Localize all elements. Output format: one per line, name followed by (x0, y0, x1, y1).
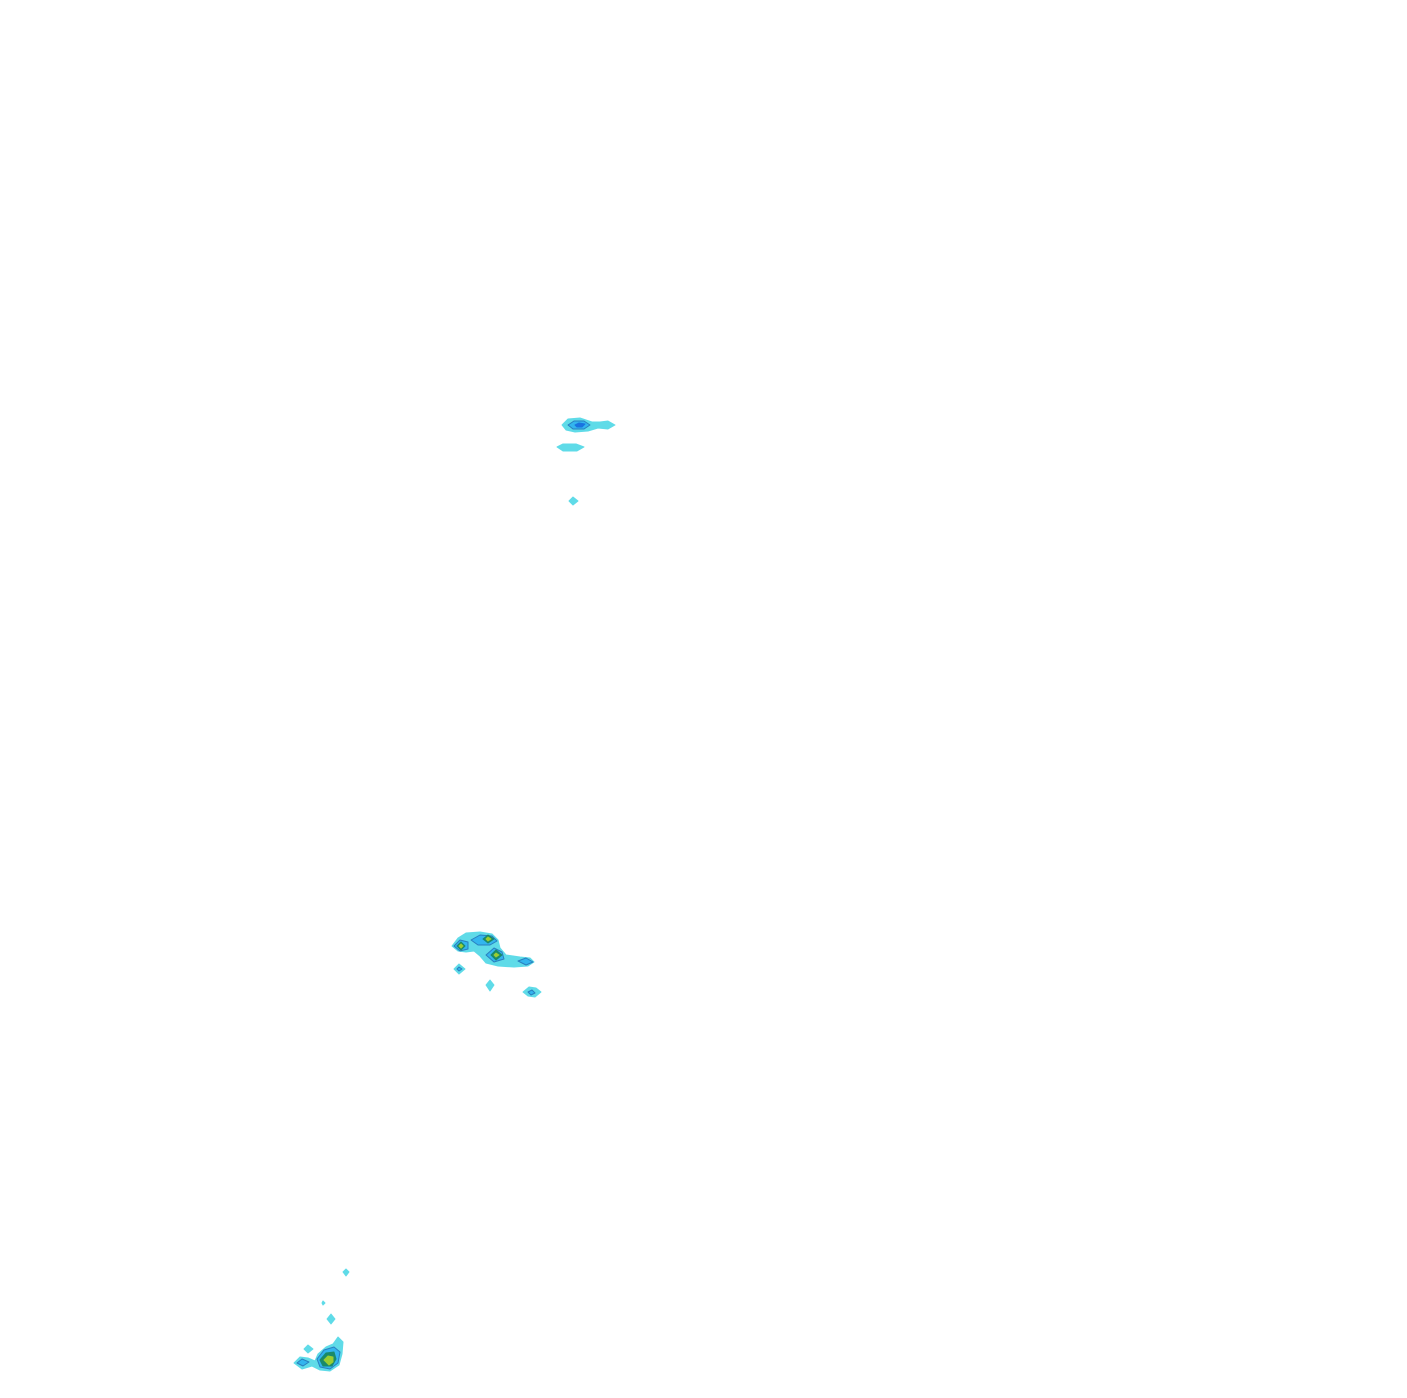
contour-blob (556, 443, 585, 452)
contour-cluster-north (556, 417, 616, 506)
contour-blob (323, 1355, 334, 1366)
contour-blob (568, 496, 579, 506)
contour-blob (458, 943, 464, 949)
contour-blob (485, 936, 492, 942)
contour-blob (342, 1268, 350, 1277)
contour-cluster-central (451, 931, 542, 998)
contour-blob (527, 989, 536, 996)
contour-blob (303, 1344, 314, 1354)
contour-cluster-south (293, 1268, 350, 1372)
contour-blob (493, 952, 500, 958)
contour-blob (456, 966, 463, 972)
contour-blob (574, 422, 586, 428)
contour-blob (517, 957, 534, 966)
contour-blob (296, 1358, 310, 1367)
contour-blob (326, 1313, 336, 1325)
contour-blob (485, 979, 495, 992)
contour-blob (321, 1300, 326, 1306)
